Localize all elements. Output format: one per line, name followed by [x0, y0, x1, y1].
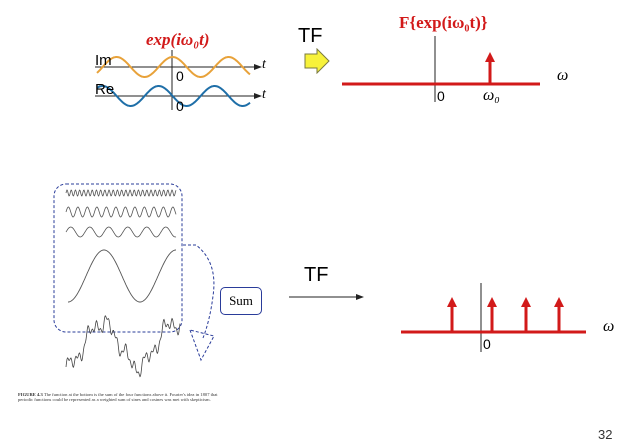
bottom-tf-label: TF	[304, 264, 329, 286]
im-t-label: t	[262, 57, 266, 72]
sum-curved-dashed-arrow-head	[189, 329, 215, 362]
component-wave-1	[65, 189, 177, 197]
sum-curved-dashed-arrow	[183, 244, 215, 339]
bottom-delta-arrowhead-1	[447, 297, 457, 307]
top-tf-label: TF	[298, 25, 323, 47]
right-arrow-icon	[304, 48, 330, 74]
top-omega-label: ω	[557, 67, 569, 84]
re-label: Re	[95, 81, 115, 98]
page-number: 32	[598, 427, 613, 442]
fourier-transform-label: F{exp(iω₀t)}	[399, 13, 488, 32]
im-label: Im	[95, 52, 112, 69]
omega0-label: ω₀	[483, 87, 500, 104]
bottom-omega-label: ω	[603, 318, 615, 335]
re-zero-label: 0	[176, 98, 184, 114]
im-axis-arrowhead	[254, 64, 262, 70]
sum-label: Sum	[229, 293, 253, 308]
top-delta-arrowhead	[485, 52, 495, 62]
component-wave-3	[65, 226, 177, 238]
component-wave-2	[65, 206, 177, 218]
exp-label: exp(iω₀t)	[146, 30, 210, 49]
caption-figure-number: FIGURE 4.3	[18, 392, 43, 397]
sum-box: Sum	[220, 287, 262, 315]
figure-caption: FIGURE 4.3 The function at the bottom is…	[18, 392, 232, 403]
bottom-tf-arrow-head	[356, 294, 364, 300]
im-zero-label: 0	[176, 68, 184, 84]
summed-wave	[65, 315, 181, 378]
components-dashed-box	[53, 183, 183, 333]
caption-text: The function at the bottom is the sum of…	[18, 392, 218, 403]
re-axis-arrowhead	[254, 93, 262, 99]
bottom-spectrum-zero-label: 0	[483, 336, 491, 352]
re-t-label: t	[262, 87, 266, 102]
bottom-delta-arrowhead-3	[521, 297, 531, 307]
real-part-wave	[96, 85, 251, 107]
bottom-delta-arrowhead-2	[487, 297, 497, 307]
imaginary-part-wave	[96, 56, 251, 78]
bottom-delta-arrowhead-4	[554, 297, 564, 307]
component-wave-4	[68, 249, 176, 303]
top-spectrum-zero-label: 0	[437, 88, 445, 104]
